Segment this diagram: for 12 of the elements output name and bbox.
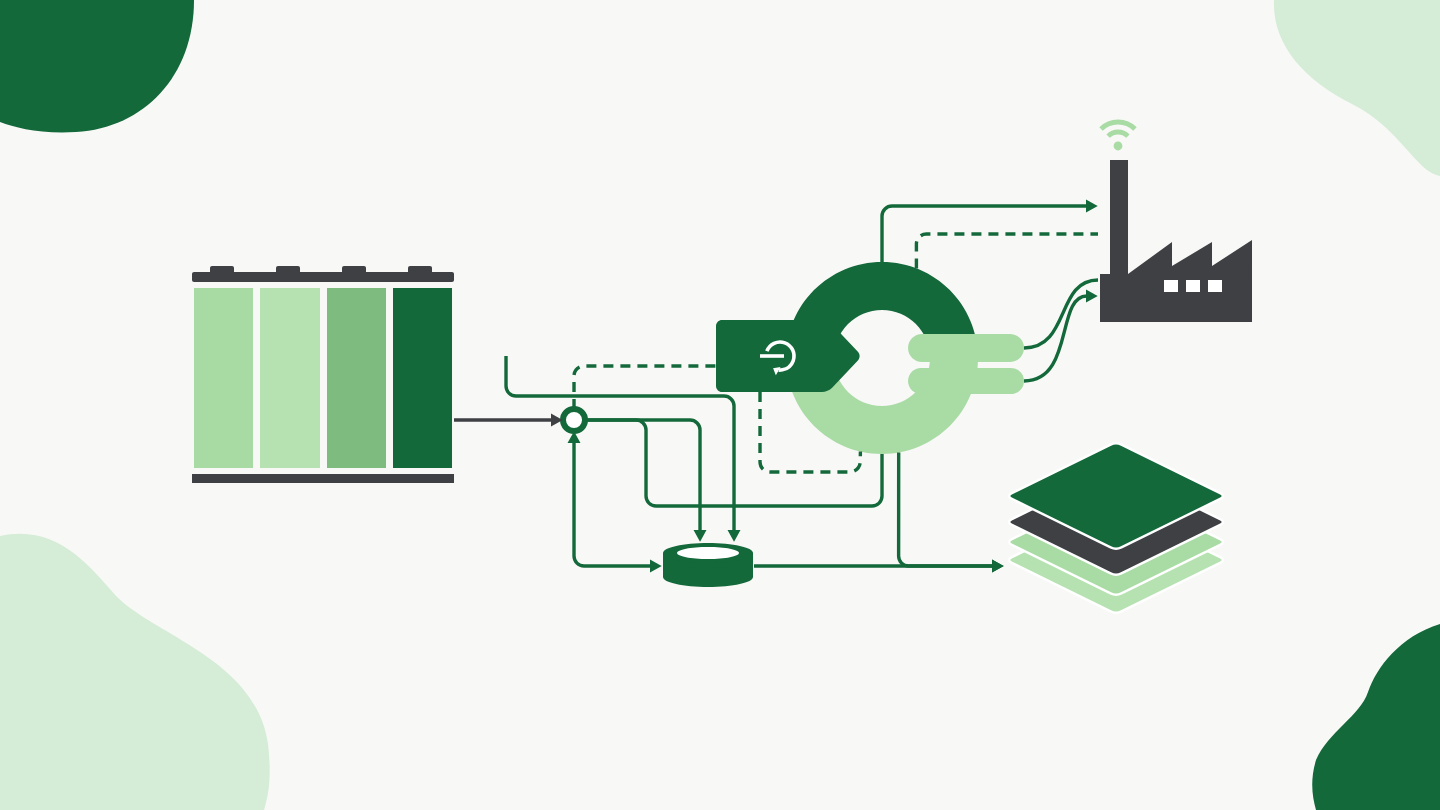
connector-line — [585, 418, 884, 508]
junction-circle — [560, 406, 588, 434]
factory-icon — [1100, 141, 1252, 322]
battery-icon — [192, 266, 454, 483]
cylinder-shape — [663, 543, 753, 587]
connector-line — [914, 232, 1098, 269]
pill-bar — [908, 368, 1024, 394]
pill-bar — [908, 334, 1024, 362]
connector-line — [572, 364, 716, 409]
connector-line — [758, 392, 863, 474]
layers-icon — [1007, 442, 1225, 614]
connector-line — [1023, 278, 1099, 350]
